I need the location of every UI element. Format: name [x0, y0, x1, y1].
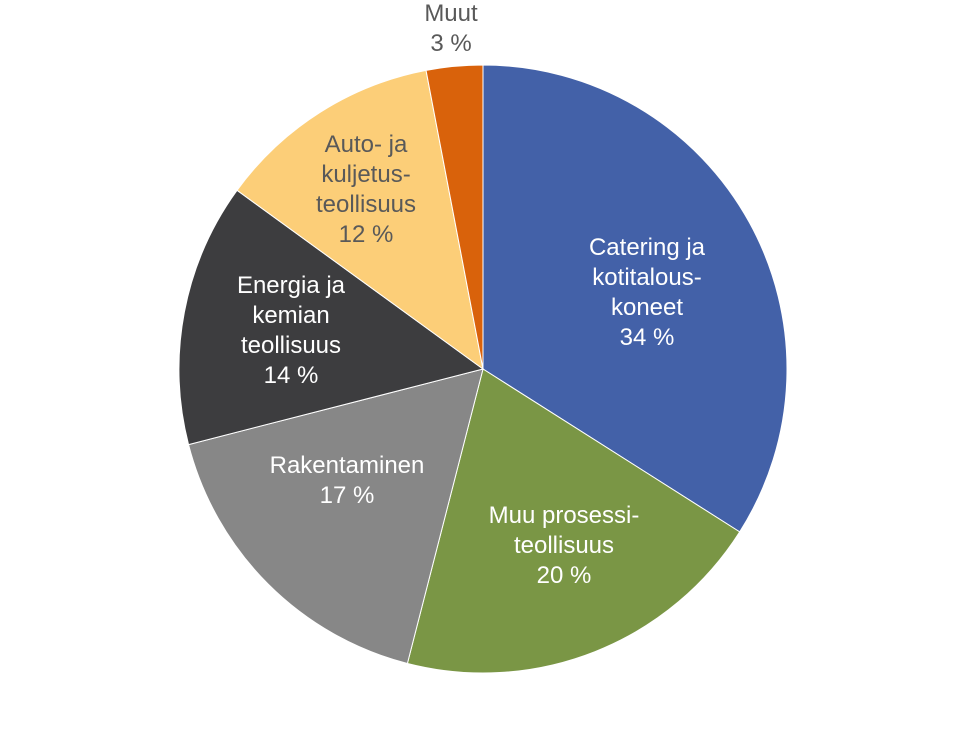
slice-label: Auto- ja kuljetus-teollisuus 12 %	[316, 131, 416, 248]
slice-label: Energia ja kemian teollisuus 14 %	[237, 272, 346, 389]
slice-value-label: 14 %	[264, 362, 319, 389]
slice-category-label: Rakentaminen	[270, 452, 425, 479]
slice-value-label: 12 %	[339, 221, 394, 248]
slice-category-label: kemian	[252, 302, 329, 329]
slice-label: Catering ja kotitalous-koneet 34 %	[589, 234, 706, 351]
slice-category-label: Auto- ja	[325, 131, 408, 158]
slice-label: Muut 3 %	[424, 0, 478, 57]
slice-category-label: koneet	[611, 294, 683, 321]
slice-category-label: kuljetus-	[321, 161, 410, 188]
pie-slice	[178, 189, 485, 446]
pie-slice	[236, 69, 484, 371]
slice-category-label: Catering ja	[589, 234, 706, 261]
slice-category-label: Energia ja	[237, 272, 346, 299]
slice-label: Muu prosessi-teollisuus 20 %	[489, 502, 640, 589]
slice-label: Rakentaminen 17 %	[270, 452, 425, 509]
slice-category-label: teollisuus	[316, 191, 416, 218]
slice-value-label: 34 %	[620, 324, 675, 351]
pie-slice	[187, 368, 484, 665]
slice-category-label: teollisuus	[241, 332, 341, 359]
pie-labels: Catering ja kotitalous-koneet 34 % Muu pros…	[237, 0, 706, 589]
slice-category-label: Muu prosessi-	[489, 502, 640, 529]
slice-category-label: teollisuus	[514, 532, 614, 559]
slice-category-label: Muut	[424, 0, 478, 27]
slice-category-label: kotitalous-	[592, 264, 701, 291]
slice-value-label: 20 %	[537, 562, 592, 589]
slice-value-label: 17 %	[320, 482, 375, 509]
pie-slice	[482, 64, 788, 533]
slice-value-label: 3 %	[430, 30, 471, 57]
pie-slice	[425, 64, 484, 370]
pie-slices	[178, 64, 788, 674]
pie-slice	[406, 368, 741, 674]
